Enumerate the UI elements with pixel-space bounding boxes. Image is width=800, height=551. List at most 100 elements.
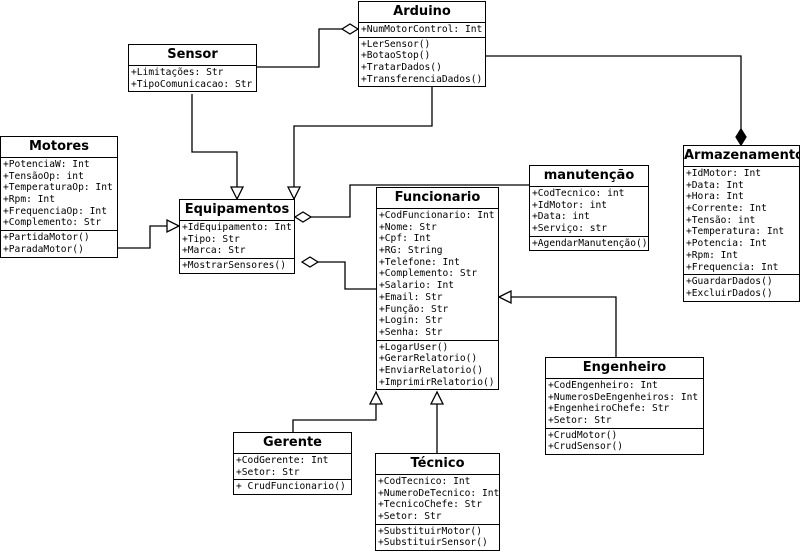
- class-funcionario-methods: +LogarUser()+GerarRelatorio()+EnviarRela…: [377, 339, 498, 390]
- relationship-line: [295, 184, 529, 218]
- inheritance-arrowhead: [229, 186, 245, 201]
- method-row: +TratarDados(): [361, 62, 442, 74]
- class-arduino-methods: +LerSensor()+BotaoStop()+TratarDados()+T…: [359, 36, 485, 87]
- attribute-row: +IdEquipamento: Int: [182, 222, 292, 233]
- attribute-row: +Complemento: Str: [379, 268, 478, 280]
- attribute-row: +Tipo: Str: [182, 233, 240, 245]
- attribute-row: +IdMotor: int: [532, 199, 608, 211]
- class-armazenamento-attributes: +IdMotor: Int+Data: Int+Hora: Int+Corren…: [684, 167, 799, 274]
- method-row: +PartidaMotor(): [3, 232, 90, 244]
- attribute-row: +Login: Str: [379, 315, 443, 327]
- class-arduino[interactable]: Arduino+NumMotorControl: Int+LerSensor()…: [358, 1, 486, 88]
- class-armazenamento[interactable]: Armazenamento+IdMotor: Int+Data: Int+Hor…: [683, 145, 800, 302]
- class-equipamentos-methods: +MostrarSensores(): [180, 258, 294, 273]
- attribute-row: +TipoComunicacao: Str: [131, 78, 253, 90]
- class-sensor[interactable]: Sensor+Limitações: Str+TipoComunicacao: …: [128, 44, 257, 93]
- attribute-row: +Rpm: Int: [686, 249, 738, 261]
- aggregation-diamond: [340, 23, 360, 35]
- inheritance-arrowhead: [286, 186, 302, 201]
- class-manutencao-methods: +AgendarManutenção(): [530, 235, 648, 251]
- class-title: Sensor: [129, 45, 256, 66]
- class-motores-methods: +PartidaMotor()+ParadaMotor(): [1, 230, 117, 256]
- class-title: Funcionario: [377, 188, 498, 209]
- class-gerente[interactable]: Gerente+CodGerente: Int+Setor: Str+ Crud…: [233, 432, 352, 496]
- method-row: +BotaoStop(): [361, 50, 431, 62]
- generalization-engenheiro-to-funcionario: [497, 289, 617, 357]
- attribute-row: +Hora: Int: [686, 191, 744, 203]
- generalization-sensor-to-equipamentos: [191, 94, 245, 201]
- inheritance-arrowhead: [166, 218, 181, 234]
- attribute-row: +FrequenciaOp: Int: [3, 205, 107, 217]
- class-equipamentos[interactable]: Equipamentos+IdEquipamento: Int+Tipo: St…: [179, 199, 295, 274]
- class-title: Equipamentos: [180, 200, 294, 221]
- attribute-row: +Senha: Str: [379, 326, 443, 338]
- relationship-line: [486, 55, 742, 145]
- attribute-row: +NumeroDeTecnico: Int: [378, 487, 499, 499]
- attribute-row: +Data: Int: [686, 179, 744, 191]
- inheritance-arrowhead: [497, 289, 512, 305]
- method-row: +EnviarRelatorio(): [379, 364, 483, 376]
- generalization-motores-to-equipamentos: [118, 218, 181, 249]
- inheritance-arrowhead: [368, 390, 384, 405]
- class-tecnico[interactable]: Técnico+CodTecnico: Int+NumeroDeTecnico:…: [375, 453, 500, 551]
- generalization-gerente-to-funcionario: [292, 390, 384, 432]
- composition-diamond: [735, 127, 747, 147]
- class-title: Gerente: [234, 433, 351, 454]
- class-equipamentos-attributes: +IdEquipamento: Int+Tipo: Str+Marca: Str: [180, 221, 294, 258]
- class-title: Engenheiro: [546, 358, 703, 379]
- class-gerente-methods: + CrudFuncionario(): [234, 479, 351, 494]
- method-row: +ParadaMotor(): [3, 243, 84, 255]
- attribute-row: +Serviço: str: [532, 223, 608, 235]
- class-engenheiro-attributes: +CodEngenheiro: Int+NumerosDeEngenheiros…: [546, 379, 703, 428]
- class-motores[interactable]: Motores+PotenciaW: Int+TensãoOp: int+Tem…: [0, 136, 118, 258]
- class-sensor-attributes: +Limitações: Str+TipoComunicacao: Str: [129, 66, 256, 91]
- attribute-row: +Telefone: Int: [379, 256, 460, 268]
- method-row: +LerSensor(): [361, 38, 431, 50]
- attribute-row: +Temperatura: Int: [686, 226, 785, 238]
- attribute-row: +Rpm: Int: [3, 194, 55, 206]
- attribute-row: +PotenciaW: Int: [3, 159, 90, 170]
- method-row: +TransferenciaDados(): [361, 73, 483, 85]
- attribute-row: +Setor: Str: [548, 415, 612, 427]
- attribute-row: +Salario: Int: [379, 280, 455, 292]
- attribute-row: +NumMotorControl: Int: [361, 24, 483, 35]
- method-row: +SubstituirMotor(): [378, 525, 482, 537]
- attribute-row: +EngenheiroChefe: Str: [548, 403, 670, 415]
- attribute-row: +TecnicoChefe: Str: [378, 499, 482, 511]
- aggregation-sensor-to-arduino: [257, 23, 360, 68]
- relationship-line: [292, 392, 377, 432]
- class-motores-attributes: +PotenciaW: Int+TensãoOp: int+Temperatur…: [1, 158, 117, 230]
- attribute-row: +NumerosDeEngenheiros: Int: [548, 391, 699, 403]
- attribute-row: +Email: Str: [379, 291, 443, 303]
- aggregation-funcionario-to-equipamentos: [300, 256, 376, 290]
- method-row: + CrudFuncionario(): [236, 481, 346, 493]
- method-row: +LogarUser(): [379, 341, 449, 353]
- attribute-row: +CodTecnico: Int: [378, 476, 471, 487]
- composition-arduino-to-armazenamento: [486, 55, 747, 147]
- aggregation-diamond: [300, 256, 320, 268]
- class-tecnico-attributes: +CodTecnico: Int+NumeroDeTecnico: Int+Te…: [376, 475, 499, 524]
- method-row: +GerarRelatorio(): [379, 353, 478, 365]
- method-row: +SubstituirSensor(): [378, 537, 488, 549]
- attribute-row: +Corrente: Int: [686, 203, 767, 215]
- class-funcionario-attributes: +CodFuncionario: Int+Nome: Str+Cpf: Int+…: [377, 209, 498, 340]
- generalization-arduino-to-equipamentos: [286, 86, 433, 201]
- attribute-row: +Frequencia: Int: [686, 261, 779, 273]
- class-engenheiro[interactable]: Engenheiro+CodEngenheiro: Int+NumerosDeE…: [545, 357, 704, 456]
- class-manutencao[interactable]: manutenção+CodTecnico: int+IdMotor: int+…: [529, 165, 649, 252]
- attribute-row: +CodGerente: Int: [236, 455, 329, 466]
- class-engenheiro-methods: +CrudMotor()+CrudSensor(): [546, 427, 703, 454]
- attribute-row: +Data: int: [532, 211, 590, 223]
- class-funcionario[interactable]: Funcionario+CodFuncionario: Int+Nome: St…: [376, 187, 499, 391]
- attribute-row: +Complemento: Str: [3, 217, 102, 229]
- method-row: +CrudMotor(): [548, 429, 618, 441]
- class-title: Técnico: [376, 454, 499, 475]
- aggregation-diamond: [293, 211, 313, 223]
- relationship-line: [257, 28, 358, 68]
- method-row: +MostrarSensores(): [182, 260, 286, 272]
- class-tecnico-methods: +SubstituirMotor()+SubstituirSensor(): [376, 523, 499, 550]
- attribute-row: +TemperaturaOp: Int: [3, 182, 113, 194]
- class-title: Motores: [1, 137, 117, 158]
- aggregation-manutencao-to-equipamentos: [293, 184, 529, 223]
